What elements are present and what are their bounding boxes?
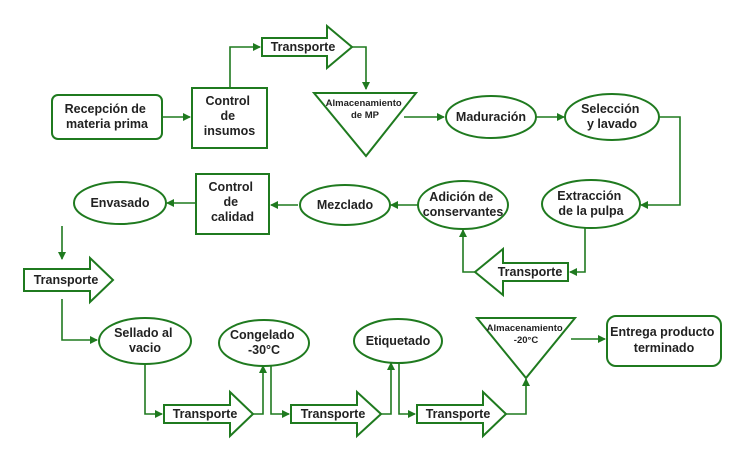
node-envasado: Envasado (73, 181, 167, 225)
connector-sellado-transporte (144, 364, 163, 418)
node-congelado-label: Congelado -30°C (230, 328, 298, 357)
node-sellado: Sellado al vacio (98, 317, 192, 365)
node-seleccion: Selección y lavado (564, 93, 660, 141)
node-almacenamiento-20: Almacenamiento -20°C (474, 317, 578, 380)
connector-congelado-transporte (270, 366, 290, 418)
node-transporte-5: Transporte (290, 389, 383, 439)
node-adicion: Adición de conservantes (417, 180, 509, 230)
node-transporte-6-label: Transporte (426, 407, 491, 421)
connectors (58, 43, 681, 418)
node-transporte-1-label: Transporte (271, 40, 336, 54)
node-transporte-5-label: Transporte (301, 407, 366, 421)
node-control-insumos: Control de insumos (191, 87, 268, 149)
connector-etiquetado-transporte (398, 363, 416, 418)
node-maduracion: Maduración (445, 95, 537, 139)
node-envasado-label: Envasado (90, 196, 149, 210)
node-seleccion-label: Selección y lavado (581, 102, 643, 131)
node-adicion-label: Adición de conservantes (423, 190, 504, 219)
node-control-calidad: Control de calidad (195, 173, 270, 235)
node-transporte-6: Transporte (416, 389, 508, 439)
connector-transporte-etiquetado (381, 362, 395, 415)
node-mezclado: Mezclado (299, 184, 391, 226)
node-transporte-3: Transporte (23, 255, 115, 305)
connector-seleccion-extraccion (640, 116, 681, 209)
connector-transporte-adicion (459, 229, 475, 273)
node-entrega: Entrega producto terminado (606, 315, 722, 367)
node-maduracion-label: Maduración (456, 110, 526, 124)
node-mezclado-label: Mezclado (317, 198, 374, 212)
connector-transporte-almacenamiento-20 (506, 378, 530, 415)
node-transporte-1: Transporte (261, 23, 354, 71)
connector-control-transporte (229, 43, 261, 88)
node-etiquetado: Etiquetado (353, 318, 443, 364)
node-recepcion-label: Recepción de materia prima (65, 102, 150, 131)
node-transporte-2: Transporte (473, 246, 569, 298)
node-entrega-label: Entrega producto terminado (610, 325, 718, 355)
node-almacenamiento-mp: Almacenamiento de MP (311, 92, 419, 158)
node-almacenamiento-20-label: Almacenamiento -20°C (487, 323, 566, 346)
node-sellado-label: Sellado al vacio (114, 326, 176, 355)
node-etiquetado-label: Etiquetado (366, 334, 431, 348)
node-extraccion-label: Extracción de la pulpa (557, 189, 624, 218)
node-congelado: Congelado -30°C (218, 319, 310, 367)
node-extraccion: Extracción de la pulpa (541, 179, 641, 229)
node-transporte-3-label: Transporte (34, 273, 99, 287)
node-transporte-2-label: Transporte (498, 265, 563, 279)
node-almacenamiento-mp-label: Almacenamiento de MP (326, 98, 405, 121)
node-transporte-4-label: Transporte (173, 407, 238, 421)
node-control-insumos-label: Control de insumos (204, 94, 255, 138)
connector-transporte-sellado (61, 299, 98, 344)
connector-extraccion-transporte (569, 228, 586, 276)
node-control-calidad-label: Control de calidad (209, 180, 257, 224)
connector-transporte-congelado (253, 365, 267, 415)
node-transporte-4: Transporte (163, 389, 255, 439)
node-recepcion: Recepción de materia prima (51, 94, 163, 140)
connector-transporte-almacenamiento (352, 46, 370, 90)
